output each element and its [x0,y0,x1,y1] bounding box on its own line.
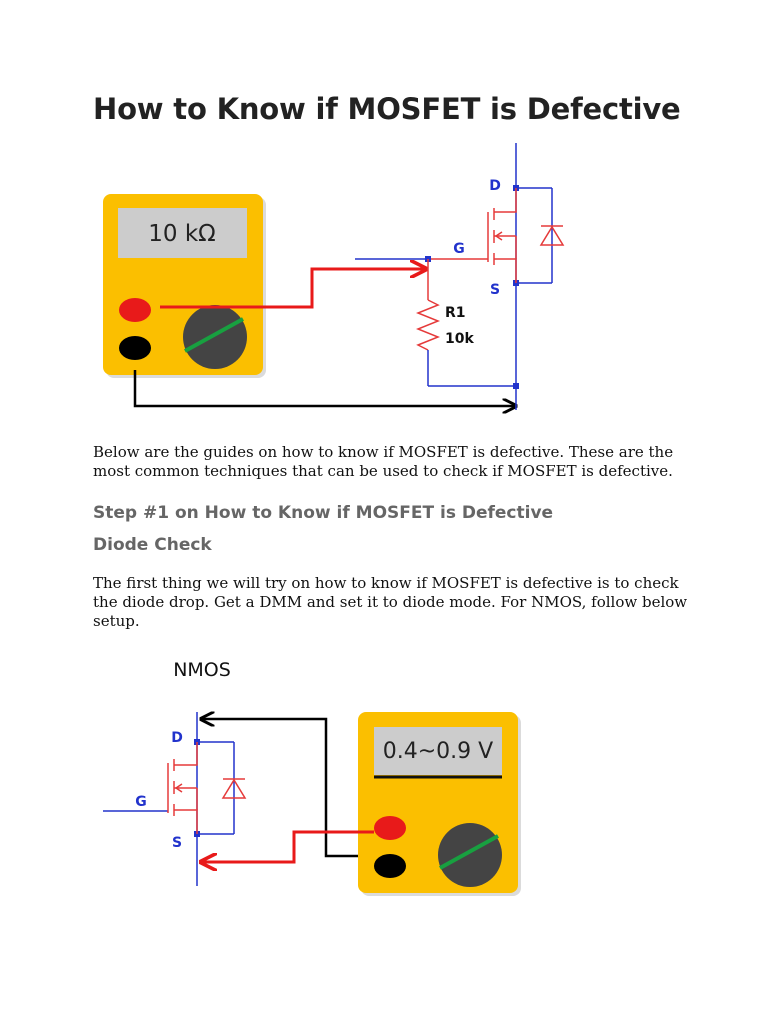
drain-label: D [489,178,501,194]
resistor-name: R1 [445,305,466,321]
nmos-circuit [103,712,247,886]
multimeter-2: 0.4~0.9 V [358,712,521,896]
red-probe-wire-2 [201,830,374,862]
nmos-caption: NMOS [173,659,231,681]
resistor-symbol [415,299,441,351]
black-probe-wire [133,370,516,406]
mosfet-circuit [355,143,565,410]
step-heading: Step #1 on How to Know if MOSFET is Defe… [93,503,554,523]
page-title: How to Know if MOSFET is Defective [93,92,681,126]
intro-paragraph: Below are the guides on how to know if M… [93,443,674,480]
body-diode-symbol [539,225,565,246]
black-probe-wire-2 [201,719,358,858]
mosfet-symbol [487,188,517,283]
red-probe-wire [160,269,426,309]
resistor-value: 10k [445,331,474,347]
multimeter-reading: 10 kΩ [148,221,215,247]
resistance-test-diagram: 10 kΩ [103,143,565,425]
selector-knob-2 [438,823,502,887]
diode-check-paragraph: The first thing we will try on how to kn… [93,574,688,630]
diode-check-heading: Diode Check [93,535,212,555]
multimeter-2-reading: 0.4~0.9 V [383,739,493,764]
gate-label: G [453,241,465,257]
knob-indicator-2 [439,834,499,870]
red-probe-jack-2 [374,816,406,840]
nmos-source-label: S [172,835,182,851]
diode-check-diagram: NMOS D G S 0.4~0.9 V [103,659,521,896]
nmos-diode-symbol [221,778,247,799]
multimeter: 10 kΩ [103,194,266,378]
multimeter-display [118,208,247,258]
red-probe-jack [119,298,151,322]
black-probe-jack [119,336,151,360]
knob-indicator [184,317,244,353]
multimeter-2-display [374,727,502,775]
black-probe-jack-2 [374,854,406,878]
source-label: S [490,282,500,298]
selector-knob [183,305,247,369]
nmos-symbol [167,742,198,834]
nmos-drain-label: D [171,730,183,746]
nmos-gate-label: G [135,794,147,810]
